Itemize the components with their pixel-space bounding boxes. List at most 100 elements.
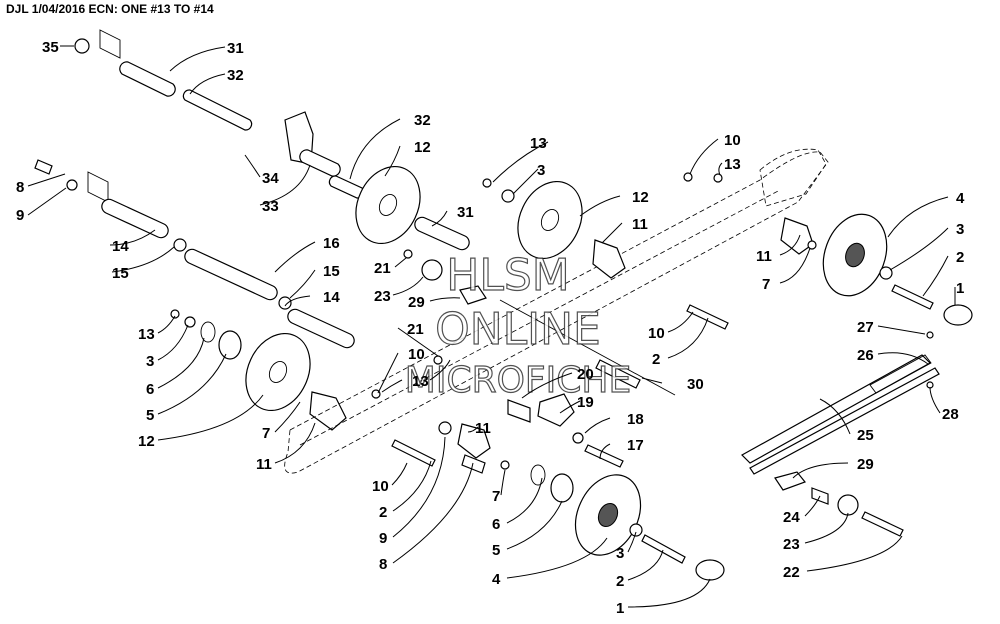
- callout-7-c: 7: [492, 488, 500, 505]
- callout-2-b: 2: [652, 351, 660, 368]
- callout-13-d: 13: [412, 373, 429, 390]
- callout-29-b: 29: [857, 456, 874, 473]
- callout-21-b: 21: [407, 321, 424, 338]
- callout-4: 4: [956, 190, 965, 207]
- callout-2-d: 2: [616, 573, 624, 590]
- callout-7: 7: [762, 276, 770, 293]
- part-block-11-left: [309, 391, 347, 431]
- part-block-11-right: [780, 217, 814, 255]
- callout-27: 27: [857, 319, 874, 336]
- callout-6: 6: [146, 381, 154, 398]
- callout-13-c: 13: [138, 326, 155, 343]
- part-bolt-10-lower: [391, 439, 436, 467]
- callout-15: 15: [112, 265, 129, 282]
- callout-5: 5: [146, 407, 154, 424]
- part-bolt-8-lower: [461, 454, 486, 474]
- part-bolt-2-lower: [641, 534, 686, 564]
- callout-21: 21: [374, 260, 391, 277]
- callout-17: 17: [627, 437, 644, 454]
- callout-5-b: 5: [492, 542, 500, 559]
- part-nut-35: [74, 38, 90, 54]
- callout-32-b: 32: [414, 112, 431, 129]
- callout-34: 34: [262, 170, 279, 187]
- part-spacer-14-upper: [101, 198, 169, 239]
- callout-23-b: 23: [783, 536, 800, 553]
- callout-23: 23: [374, 288, 391, 305]
- part-ring-15-upper: [173, 238, 187, 252]
- part-rail-outer: [284, 151, 829, 474]
- callout-35: 35: [42, 39, 59, 56]
- callout-31: 31: [227, 40, 244, 57]
- part-snapring-6-left: [200, 321, 216, 343]
- callout-11-c: 11: [256, 456, 272, 473]
- part-cap-1-lower: [695, 559, 725, 581]
- callout-12-c: 12: [138, 433, 155, 450]
- watermark-line1: HLSM: [446, 250, 570, 301]
- callout-11: 11: [632, 216, 648, 233]
- part-spacer-32-upper: [182, 89, 253, 131]
- part-bolt-2-upper: [891, 284, 934, 310]
- part-washer-18: [572, 432, 584, 444]
- part-bolt-8-upper: [34, 159, 53, 175]
- watermark-line3: MICROFICHE: [405, 360, 631, 401]
- watermark: HLSM ONLINE MICROFICHE: [404, 249, 632, 401]
- callout-labels: 35 31 32 8 9 34 33 32 12 14 15 16 15 14 …: [16, 39, 965, 617]
- part-washer-23-right: [837, 494, 859, 516]
- callout-22: 22: [783, 564, 800, 581]
- callout-12-b: 12: [632, 189, 649, 206]
- callout-3-c: 3: [146, 353, 154, 370]
- part-arm-26: [869, 354, 932, 394]
- callout-3: 3: [537, 162, 545, 179]
- parts-art: [34, 29, 973, 581]
- callout-11-d: 11: [475, 420, 491, 437]
- callout-31-b: 31: [457, 204, 474, 221]
- part-spacer-31-lower: [414, 216, 470, 251]
- part-slide-25: [741, 354, 931, 464]
- part-spacer-32-lower: [328, 175, 365, 199]
- callout-26: 26: [857, 347, 874, 364]
- part-spacer-31-upper: [119, 61, 176, 97]
- callout-15-b: 15: [323, 263, 340, 280]
- part-spacer-14-lower: [287, 308, 355, 349]
- callout-6-b: 6: [492, 516, 500, 533]
- callout-1-b: 1: [616, 600, 624, 617]
- part-rail-plate: [759, 148, 827, 207]
- part-wheel-12-mid: [517, 180, 583, 260]
- callout-4-b: 4: [492, 571, 501, 588]
- callout-11-b: 11: [756, 248, 772, 265]
- part-wheel-12-upper: [355, 165, 421, 245]
- callout-18: 18: [627, 411, 644, 428]
- callout-20: 20: [577, 366, 594, 383]
- leader-lines: [27, 45, 956, 608]
- watermark-line2: ONLINE: [435, 304, 601, 355]
- part-block-11-lower: [457, 423, 491, 459]
- callout-29: 29: [408, 294, 425, 311]
- callout-10-b: 10: [648, 325, 665, 342]
- callout-3-d: 3: [616, 545, 624, 562]
- callout-7-b: 7: [262, 425, 270, 442]
- part-washer-23-mid: [421, 259, 443, 281]
- part-cap-1-upper: [943, 304, 973, 326]
- callout-10: 10: [724, 132, 741, 149]
- callout-9: 9: [16, 207, 24, 224]
- callout-9-b: 9: [379, 530, 387, 547]
- part-block-19: [537, 393, 575, 427]
- callout-24: 24: [783, 509, 800, 526]
- callout-16: 16: [323, 235, 340, 252]
- part-bolt-22: [861, 511, 904, 537]
- part-block-11-mid: [592, 239, 626, 279]
- part-wheel-12-left: [245, 332, 311, 412]
- part-bracket-left: [87, 171, 109, 203]
- part-bolt-10-mid: [686, 304, 729, 330]
- callout-8: 8: [16, 179, 24, 196]
- callout-3-b: 3: [956, 221, 964, 238]
- part-shaft-20: [507, 399, 531, 423]
- callout-10-c: 10: [408, 346, 425, 363]
- callout-13: 13: [530, 135, 547, 152]
- part-washer-9-lower: [438, 421, 452, 435]
- callout-33: 33: [262, 198, 279, 215]
- part-washer-9-upper: [66, 179, 78, 191]
- part-snapring-6-lower: [530, 464, 546, 486]
